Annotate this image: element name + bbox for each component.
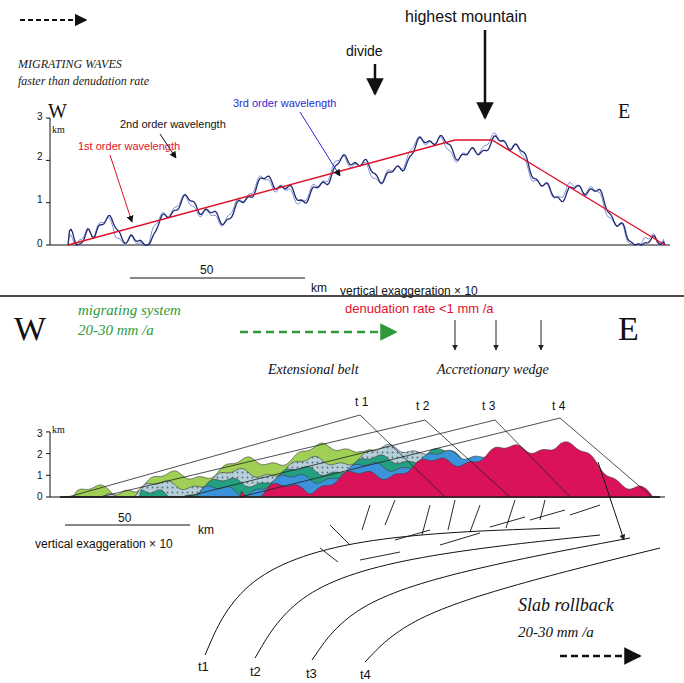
time-label: t2 [250, 665, 261, 679]
zone-label: Accretionary wedge [437, 362, 549, 377]
time-label: t1 [198, 660, 209, 674]
title-note: MIGRATING WAVES [18, 58, 122, 71]
leader-arrow [110, 155, 132, 222]
scale-value: 50 [118, 512, 131, 525]
axis-tick-mark [46, 453, 50, 454]
fault-line [490, 517, 525, 527]
fault-line [506, 500, 515, 528]
rate-value: 20-30 mm /a [518, 624, 594, 641]
denudation-arrow [496, 320, 497, 350]
time-label: t 1 [355, 396, 368, 409]
time-label: t 2 [416, 400, 429, 413]
rate-label: denudation rate <1 mm /a [345, 302, 494, 316]
migration-arrow [20, 19, 86, 21]
fault-line [330, 525, 350, 545]
direction-label: W [14, 310, 46, 347]
callout-label: highest mountain [405, 8, 527, 26]
axis-tick-mark [46, 160, 50, 161]
bottom-panel [46, 320, 665, 662]
callout-arrow [374, 64, 377, 94]
time-label: t 3 [482, 400, 495, 413]
wavelength-label: 3rd order wavelength [233, 97, 336, 109]
scale-bar [130, 278, 305, 279]
rollback-arrow [560, 655, 640, 658]
axis-unit: km [52, 124, 65, 135]
fault-line [470, 505, 480, 532]
wavelength-label: 1st order wavelength [78, 140, 180, 152]
wavelength-label: 2nd order wavelength [120, 118, 226, 130]
axis-tick: 2 [37, 449, 43, 460]
zone-label: Extensional belt [268, 362, 359, 377]
subduction-arrow [598, 462, 624, 540]
t4-profile [60, 442, 660, 497]
envelope-line [240, 418, 652, 497]
y-axis [50, 118, 51, 245]
fault-line [448, 500, 455, 530]
migration-arrow [240, 331, 396, 334]
rate-label: migrating system [78, 302, 181, 319]
axis-tick-mark [46, 497, 50, 498]
scale-value: 50 [200, 264, 213, 277]
first-order-line [68, 140, 665, 245]
callout-arrow [484, 30, 487, 118]
direction-label: W [48, 100, 67, 122]
direction-label: E [618, 100, 630, 122]
direction-label: E [618, 310, 639, 347]
axis-tick-mark [46, 245, 50, 246]
fault-line [320, 548, 338, 562]
fault-line [360, 552, 400, 560]
y-axis [50, 432, 51, 497]
profile-line [68, 135, 665, 245]
slab-line [205, 528, 560, 655]
baseline [50, 245, 670, 246]
rate-label: Slab rollback [518, 596, 614, 616]
fault-line [362, 505, 370, 530]
exaggeration-note: vertical exaggeration × 10 [35, 538, 173, 551]
callout-label: divide [346, 44, 383, 59]
denudation-arrow [541, 320, 542, 350]
scale-unit: km [311, 282, 327, 295]
exaggeration-note: vertical exaggeration × 10 [340, 285, 478, 298]
envelope-line [185, 420, 570, 497]
axis-tick: 0 [37, 238, 43, 249]
fault-line [440, 533, 480, 545]
time-label: t4 [360, 668, 371, 682]
rate-value: 20-30 mm /a [78, 322, 154, 339]
axis-tick: 3 [37, 111, 43, 122]
envelope-line [68, 415, 445, 497]
profile-line [68, 133, 665, 245]
axis-tick-mark [46, 202, 50, 203]
axis-tick: 1 [37, 470, 43, 481]
fault-line [530, 510, 565, 520]
axis-tick: 1 [37, 194, 43, 205]
fault-line [385, 500, 395, 525]
axis-tick-mark [46, 475, 50, 476]
axis-tick: 2 [37, 151, 43, 162]
slab-line [365, 548, 660, 662]
axis-tick: 3 [37, 428, 43, 439]
baseline [50, 497, 665, 498]
fault-line [570, 505, 600, 515]
time-label: t 4 [552, 400, 565, 413]
time-label: t3 [306, 667, 317, 681]
axis-unit: km [52, 424, 65, 435]
denudation-arrow [455, 320, 456, 350]
title-note: faster than denudation rate [18, 75, 149, 88]
leader-arrow [300, 112, 340, 176]
axis-tick-mark [46, 431, 50, 432]
scale-unit: km [198, 524, 214, 537]
axis-tick: 0 [37, 491, 43, 502]
